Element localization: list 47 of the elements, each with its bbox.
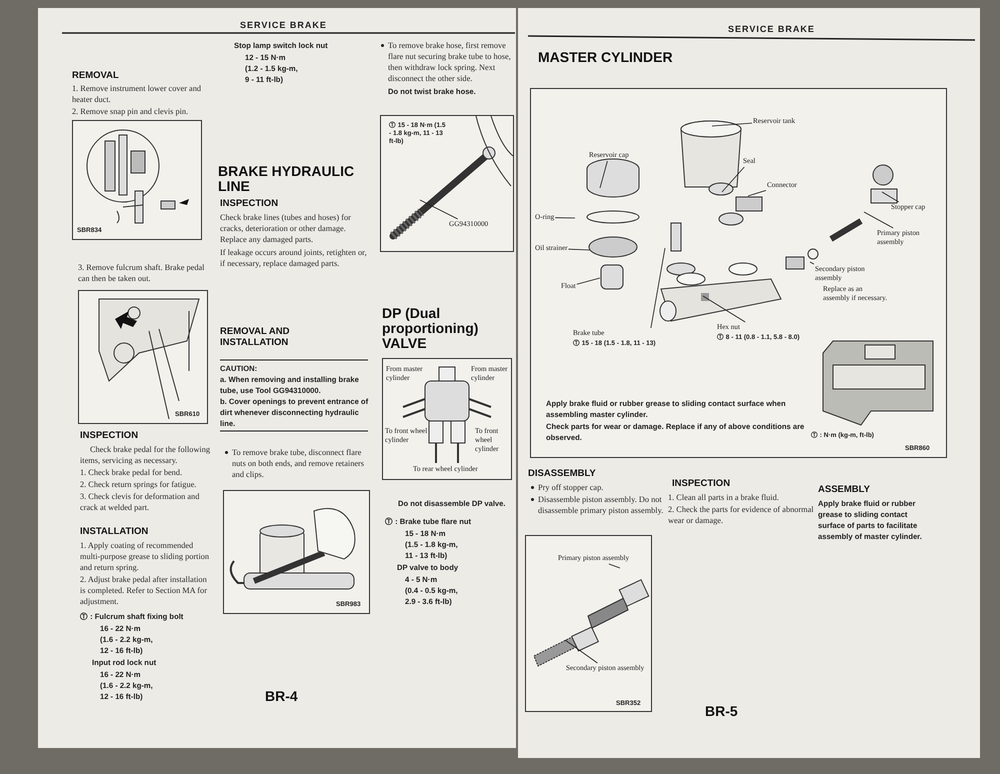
section-heading: INSPECTION xyxy=(80,430,140,441)
instruction-step: 2. Adjust brake pedal after installation is completed. Refer to Section MA for adjustment. xyxy=(80,574,212,607)
leader-line xyxy=(748,190,766,196)
leader-line xyxy=(608,564,620,568)
instruction-step: Disassemble piston assembly. Do not disassemble primary piston assembly. xyxy=(538,494,666,516)
section-heading: INSPECTION xyxy=(672,478,732,489)
section-heading: INSPECTION xyxy=(220,198,280,209)
section-title: BRAKE HYDRAULIC LINE xyxy=(218,164,356,194)
leader-line xyxy=(600,160,608,188)
page-number: BR-4 xyxy=(265,688,299,704)
instruction-step: 1. Clean all parts in a brake fluid. xyxy=(668,492,818,503)
instruction-step: 2. Check return springs for fatigue. xyxy=(80,479,212,490)
section-heading: DISASSEMBLY xyxy=(528,468,597,479)
leader-line xyxy=(722,166,745,192)
section-title: DP (Dual proportioning) VALVE xyxy=(382,306,480,351)
section-title: MASTER CYLINDER xyxy=(538,50,674,65)
instruction-step: 3. Remove fulcrum shaft. Brake pedal can then be taken out. xyxy=(78,262,208,284)
instruction-step: 1. Apply coating of recommended multi-purpose grease to sliding portion and return spring. xyxy=(80,540,212,573)
instruction-step: 1. Check brake pedal for bend. xyxy=(80,467,212,478)
page-number: BR-5 xyxy=(705,703,739,719)
section-heading: INSTALLATION xyxy=(80,526,150,537)
leader-line xyxy=(650,248,666,328)
instruction-step: 1. Remove instrument lower cover and heater duct. xyxy=(72,83,212,105)
leader-line xyxy=(702,296,746,322)
leader-line xyxy=(864,212,894,228)
leader-line xyxy=(564,640,598,664)
section-heading: ASSEMBLY xyxy=(818,484,871,495)
body-text: To remove brake hose, first remove flare nut securing brake tube to hose, then withdraw lock spring. Next disconnect the other side. xyxy=(388,40,512,84)
instruction-step: Pry off stopper cap. xyxy=(538,482,666,493)
instruction-step: 2. Check the parts for evidence of abnormal wear or damage. xyxy=(668,504,818,526)
leader-line xyxy=(568,248,590,250)
instruction-step: 2. Remove snap pin and clevis pin. xyxy=(72,106,212,117)
leader-line xyxy=(882,192,900,202)
leader-line xyxy=(576,278,600,285)
leader-line xyxy=(554,217,576,218)
body-text: Check brake pedal for the following items, servicing as necessary. xyxy=(80,444,212,466)
running-header: SERVICE BRAKE xyxy=(240,20,328,31)
body-text: If leakage occurs around joints, retighten or, if necessary, replace damaged parts. xyxy=(220,247,368,269)
body-text: Check brake lines (tubes and hoses) for cracks, deterioration or other damage. Replace any damaged parts. xyxy=(220,212,352,245)
instruction-step: 3. Check clevis for deformation and crack at welded part. xyxy=(80,491,212,513)
section-heading: REMOVAL AND INSTALLATION xyxy=(220,326,290,348)
leader-line xyxy=(810,262,814,264)
leader-line xyxy=(420,200,458,220)
running-header: SERVICE BRAKE xyxy=(728,24,816,35)
section-heading: REMOVAL xyxy=(72,70,120,81)
body-text: To remove brake tube, disconnect flare nuts on both ends, and remove retainers and clips. xyxy=(232,447,366,480)
leader-line xyxy=(712,122,752,126)
